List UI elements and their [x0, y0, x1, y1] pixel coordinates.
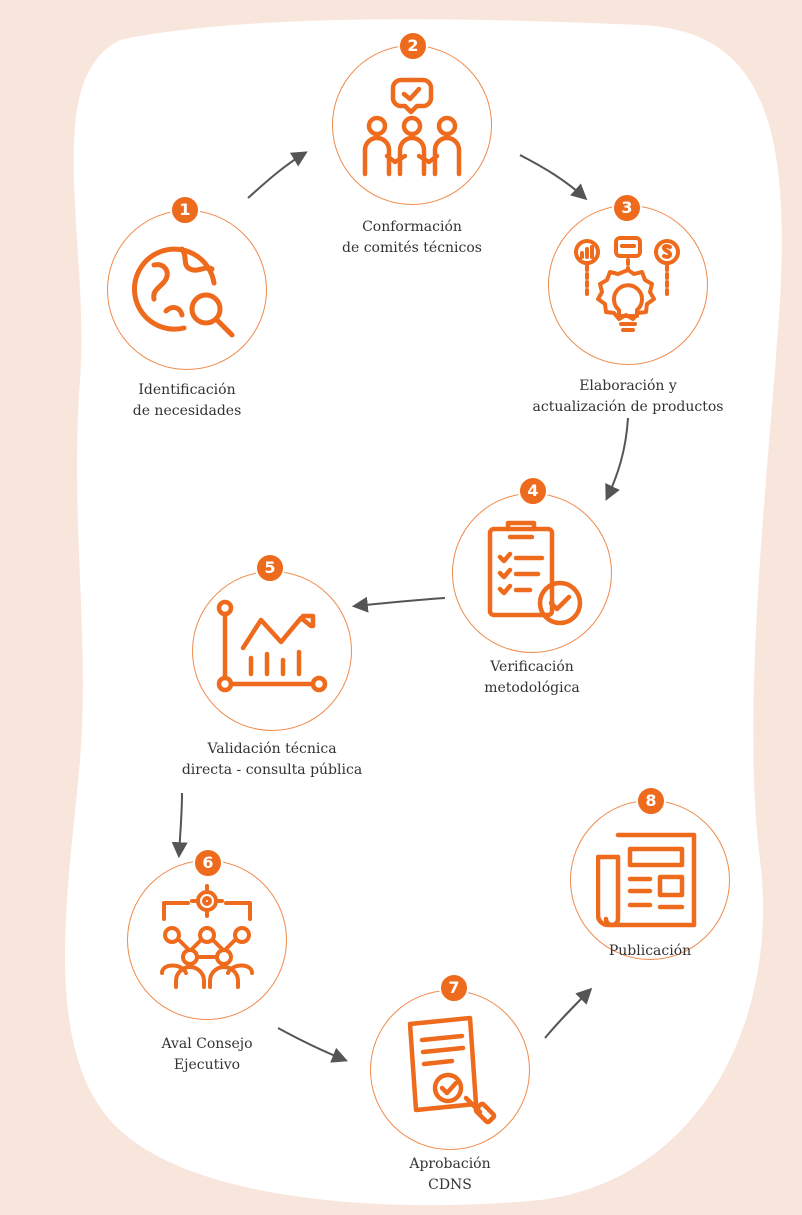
step-4-badge: 4 [518, 476, 548, 506]
step-2-label-line2: de comités técnicos [342, 240, 482, 256]
step-6-label-line1: Aval Consejo [161, 1036, 253, 1052]
step-5-circle [192, 571, 352, 731]
globe-search-icon [132, 246, 235, 338]
step-7-circle [370, 990, 530, 1150]
step-6-label-line2: Ejecutivo [173, 1057, 241, 1073]
clipboard-check-icon [487, 520, 583, 626]
step-4-label-line2: metodológica [484, 680, 580, 696]
step-1-badge: 1 [170, 195, 200, 225]
step-1-label-line2: de necesidades [132, 403, 242, 419]
step-3-label-line1: Elaboración y [579, 378, 677, 394]
step-2-label-line1: Conformación [362, 219, 462, 235]
step-8-label-line1: Publicación [608, 943, 692, 959]
lightbulb-gear-icon [574, 236, 680, 332]
arrow-1-to-2 [247, 151, 308, 199]
step-5-label-line2: directa - consulta pública [181, 762, 363, 778]
arrow-3-to-4 [605, 417, 629, 501]
step-3-badge: 3 [612, 193, 642, 223]
step-2-badge: 2 [398, 31, 428, 61]
growth-chart-icon [216, 599, 328, 693]
arrow-7-to-8 [544, 987, 593, 1039]
step-3-label-line2: actualización de productos [532, 399, 724, 415]
newspaper-icon [596, 832, 697, 928]
arrow-4-to-5 [351, 596, 446, 613]
step-8-badge: 8 [636, 786, 666, 816]
arrow-6-to-7 [277, 1027, 348, 1063]
council-network-icon [160, 884, 254, 989]
step-5-badge: 5 [255, 553, 285, 583]
step-7-label-line2: CDNS [428, 1177, 472, 1193]
arrow-5-to-6 [171, 792, 188, 859]
arrow-2-to-3 [519, 154, 588, 201]
step-1-label-line1: Identificación [138, 382, 236, 398]
step-6-badge: 6 [193, 848, 223, 878]
step-7-badge: 7 [439, 973, 469, 1003]
step-4-label-line1: Verificación [490, 659, 574, 675]
team-meeting-icon [362, 77, 462, 177]
approved-document-stamp-icon [407, 1015, 497, 1125]
step-7-label-line1: Aprobación [409, 1156, 491, 1172]
step-5-label-line1: Validación técnica [207, 741, 337, 757]
